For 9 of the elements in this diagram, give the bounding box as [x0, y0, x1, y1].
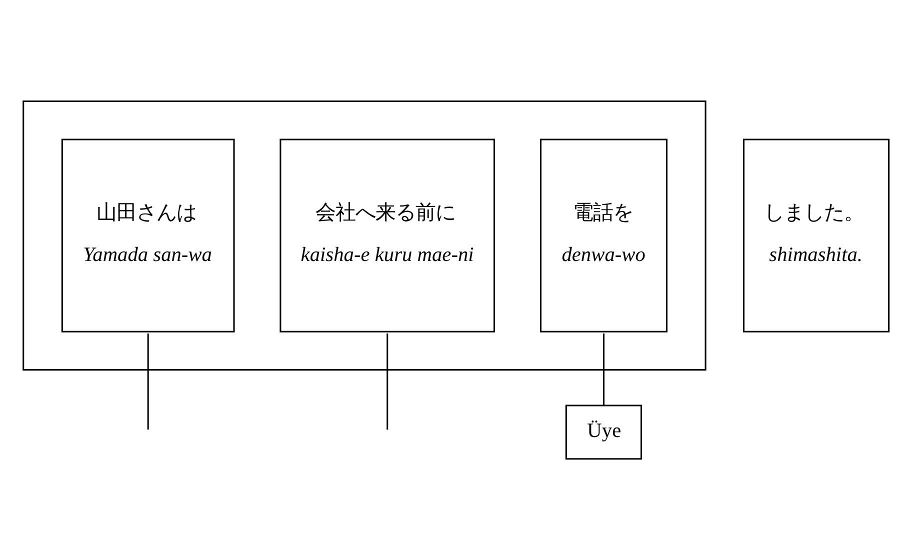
cluster	[22, 100, 706, 370]
node-box: 山田さんは Yamada san-wa	[61, 138, 235, 332]
node-box: 会社へ来る前に kaisha-e kuru mae-ni	[280, 138, 496, 332]
node-box: 電話を denwa-wo	[540, 138, 668, 332]
node-box: Üye	[565, 404, 642, 460]
connector	[386, 333, 388, 430]
node-box: しました。 shimashita.	[742, 138, 890, 332]
connector	[602, 333, 604, 405]
connector	[147, 333, 149, 430]
